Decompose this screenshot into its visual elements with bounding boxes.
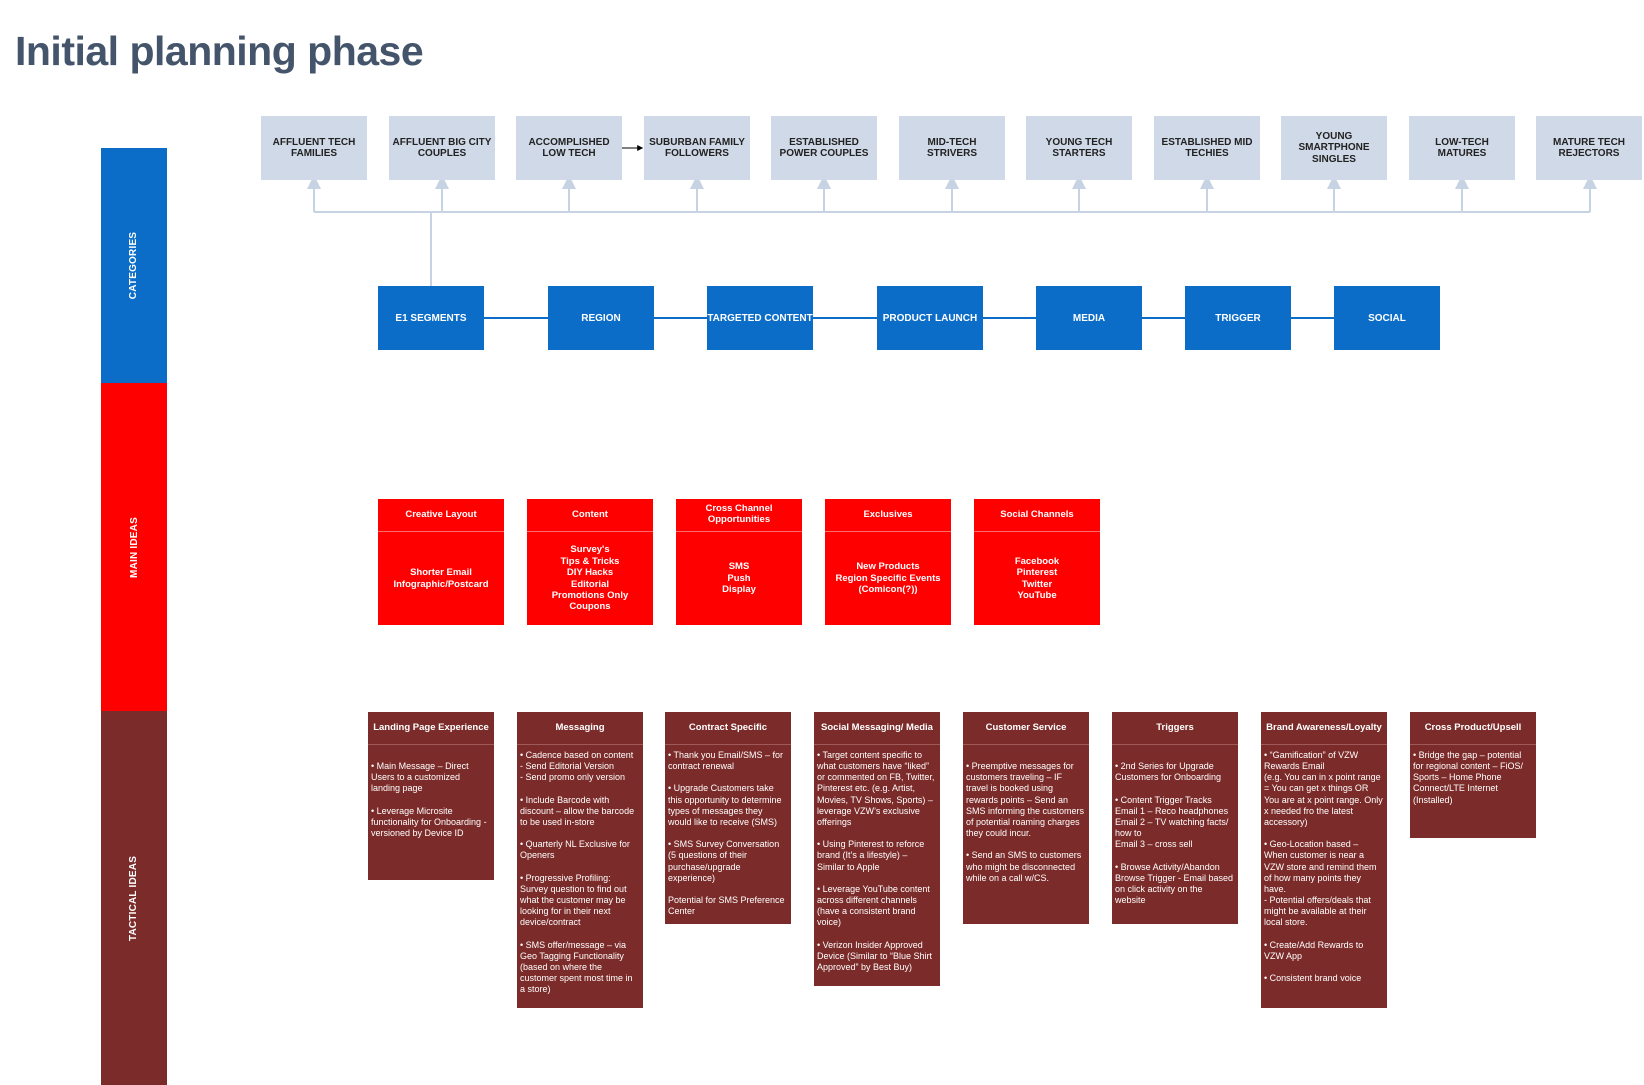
category-box: AFFLUENT BIG CITY COUPLES xyxy=(389,116,495,180)
tactical-idea-card: Social Messaging/ Media • Target content… xyxy=(814,712,940,986)
tactical-ideas-band: TACTICAL IDEAS xyxy=(101,711,167,1085)
tactical-idea-card: Brand Awareness/Loyalty • “Gamification”… xyxy=(1261,712,1387,1008)
segment-box-region: REGION xyxy=(548,286,654,350)
category-box: MID-TECH STRIVERS xyxy=(899,116,1005,180)
category-box: ESTABLISHED POWER COUPLES xyxy=(771,116,877,180)
segment-box-media: MEDIA xyxy=(1036,286,1142,350)
tactical-idea-heading: Landing Page Experience xyxy=(368,712,494,745)
tactical-idea-body: • 2nd Series for Upgrade Customers for O… xyxy=(1115,761,1234,906)
tactical-idea-heading: Triggers xyxy=(1112,712,1238,745)
main-ideas-band: MAIN IDEAS xyxy=(101,383,167,711)
tactical-idea-body: • Bridge the gap – potential for regiona… xyxy=(1413,750,1524,805)
segment-box-product-launch: PRODUCT LAUNCH xyxy=(877,286,983,350)
category-box: MATURE TECH REJECTORS xyxy=(1536,116,1642,180)
category-box: LOW-TECH MATURES xyxy=(1409,116,1515,180)
tactical-idea-card: Customer Service • Preemptive messages f… xyxy=(963,712,1089,924)
main-idea-card: Content Survey's Tips & Tricks DIY Hacks… xyxy=(527,499,653,625)
main-idea-body: SMS Push Display xyxy=(722,561,756,596)
main-idea-heading: Content xyxy=(527,499,653,532)
tactical-idea-card: Cross Product/Upsell • Bridge the gap – … xyxy=(1410,712,1536,838)
category-label: YOUNG SMARTPHONE SINGLES xyxy=(1298,130,1370,165)
tactical-idea-body: • Main Message – Direct Users to a custo… xyxy=(371,761,487,839)
tactical-idea-card: Messaging • Cadence based on content - S… xyxy=(517,712,643,1008)
tactical-idea-heading: Cross Product/Upsell xyxy=(1410,712,1536,745)
main-idea-card: Social Channels Facebook Pinterest Twitt… xyxy=(974,499,1100,625)
category-box: YOUNG TECH STARTERS xyxy=(1026,116,1132,180)
category-box: ESTABLISHED MID TECHIES xyxy=(1154,116,1260,180)
tactical-idea-heading: Messaging xyxy=(517,712,643,745)
tactical-idea-heading: Contract Specific xyxy=(665,712,791,745)
category-label: AFFLUENT TECH FAMILIES xyxy=(272,136,356,160)
category-label: AFFLUENT BIG CITY COUPLES xyxy=(392,136,492,160)
category-label: ESTABLISHED MID TECHIES xyxy=(1161,136,1253,160)
main-idea-heading: Social Channels xyxy=(974,499,1100,532)
category-label: YOUNG TECH STARTERS xyxy=(1045,136,1113,160)
tactical-idea-card: Landing Page Experience • Main Message –… xyxy=(368,712,494,880)
category-box: AFFLUENT TECH FAMILIES xyxy=(261,116,367,180)
segment-box-e1: E1 SEGMENTS xyxy=(378,286,484,350)
tactical-idea-body: • Preemptive messages for customers trav… xyxy=(966,761,1085,883)
category-label: LOW-TECH MATURES xyxy=(1435,136,1489,160)
main-idea-body: Shorter Email Infographic/Postcard xyxy=(393,567,489,590)
category-label: SUBURBAN FAMILY FOLLOWERS xyxy=(649,136,745,160)
tactical-idea-heading: Customer Service xyxy=(963,712,1089,745)
category-label: ACCOMPLISHED LOW TECH xyxy=(528,136,610,160)
tactical-idea-body: • Cadence based on content - Send Editor… xyxy=(520,750,635,995)
main-idea-heading: Exclusives xyxy=(825,499,951,532)
category-box: SUBURBAN FAMILY FOLLOWERS xyxy=(644,116,750,180)
tactical-idea-body: • Thank you Email/SMS – for contract ren… xyxy=(668,750,785,917)
category-box: ACCOMPLISHED LOW TECH xyxy=(516,116,622,180)
segment-box-social: SOCIAL xyxy=(1334,286,1440,350)
main-idea-card: Creative Layout Shorter Email Infographi… xyxy=(378,499,504,625)
tactical-idea-heading: Brand Awareness/Loyalty xyxy=(1261,712,1387,745)
tactical-idea-card: Contract Specific • Thank you Email/SMS … xyxy=(665,712,791,924)
main-idea-card: Exclusives New Products Region Specific … xyxy=(825,499,951,625)
main-idea-card: Cross Channel Opportunities SMS Push Dis… xyxy=(676,499,802,625)
main-idea-body: Survey's Tips & Tricks DIY Hacks Editori… xyxy=(551,544,629,613)
category-box: YOUNG SMARTPHONE SINGLES xyxy=(1281,116,1387,180)
category-label: MATURE TECH REJECTORS xyxy=(1552,136,1626,160)
category-label: ESTABLISHED POWER COUPLES xyxy=(779,136,869,160)
segment-box-targeted-content: TARGETED CONTENT xyxy=(707,286,813,350)
tactical-idea-heading: Social Messaging/ Media xyxy=(814,712,940,745)
segment-box-trigger: TRIGGER xyxy=(1185,286,1291,350)
tactical-idea-body: • Target content specific to what custom… xyxy=(817,750,935,972)
main-idea-body: Facebook Pinterest Twitter YouTube xyxy=(1014,555,1060,601)
category-label: MID-TECH STRIVERS xyxy=(926,136,977,160)
page-title: Initial planning phase xyxy=(15,28,424,74)
main-idea-body: New Products Region Specific Events (Com… xyxy=(835,561,941,596)
tactical-idea-card: Triggers • 2nd Series for Upgrade Custom… xyxy=(1112,712,1238,924)
categories-band: CATEGORIES xyxy=(101,148,167,383)
main-idea-heading: Cross Channel Opportunities xyxy=(676,499,802,532)
tactical-idea-body: • “Gamification” of VZW Rewards Email (e… xyxy=(1264,750,1383,984)
main-idea-heading: Creative Layout xyxy=(378,499,504,532)
